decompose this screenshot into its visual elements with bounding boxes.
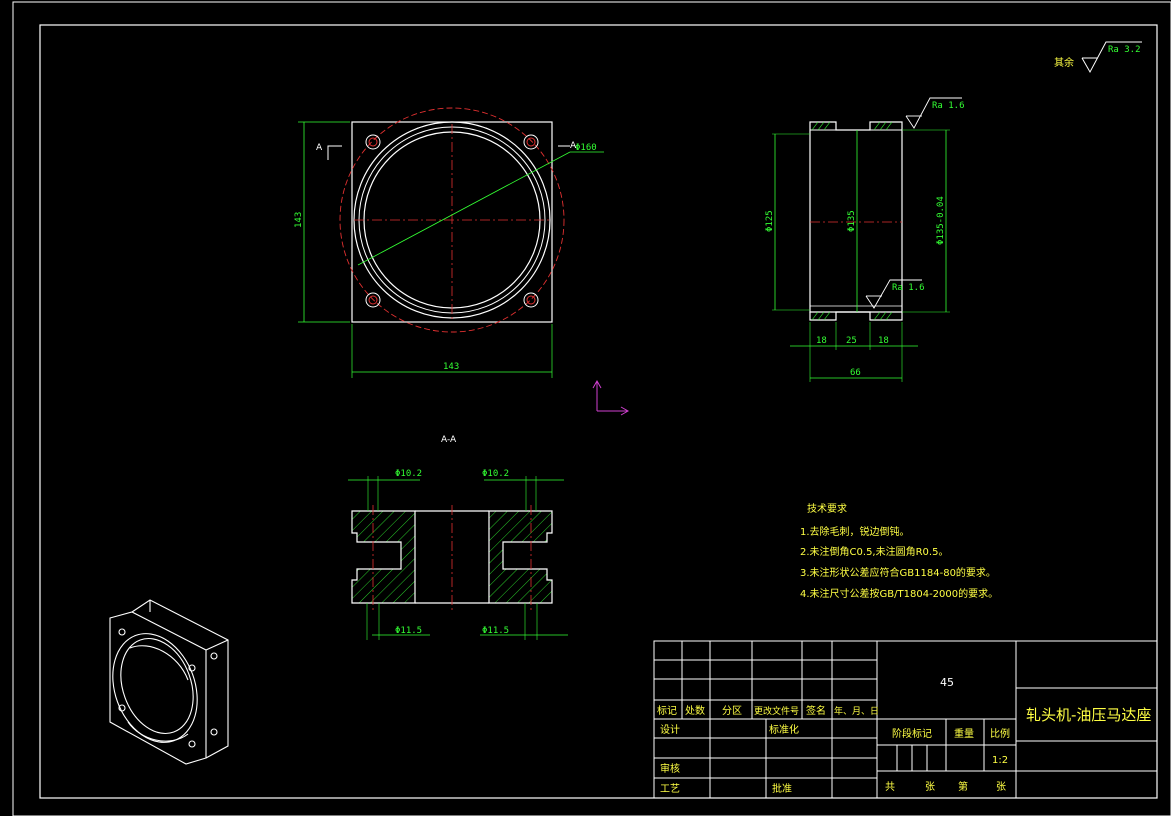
bolt-hole: [365, 134, 381, 150]
front-view: Φ160 A A 143 143: [294, 107, 604, 378]
tech-item: 1.去除毛刺，锐边倒钝。: [800, 525, 910, 538]
bolt-circle: [339, 107, 565, 333]
header-cell: 处数: [685, 704, 705, 717]
bolt-hole: [365, 292, 381, 308]
dim-phi-135: Φ135: [847, 210, 857, 232]
dim-66: 66: [850, 368, 861, 378]
tech-item: 2.未注倒角C0.5,未注圆角R0.5。: [800, 545, 948, 558]
isometric-view: [109, 599, 229, 765]
sheets-label: 张: [925, 781, 935, 793]
standardize-label: 标准化: [769, 723, 799, 736]
section-view: A-A Φ10.2 Φ10.2 Φ11.5 Φ11.5: [348, 435, 568, 640]
header-cell: 标记: [657, 705, 677, 717]
header-cell: 更改文件号: [754, 705, 799, 717]
dim-25: 25: [846, 336, 857, 346]
sheet-unit-label: 张: [996, 781, 1006, 793]
roughness-other-label: 其余: [1054, 56, 1074, 69]
roughness-other: 其余 Ra 3.2: [1054, 41, 1142, 74]
dim-bottom-right: Φ11.5: [482, 626, 509, 636]
sheet-frame: [39, 24, 1158, 799]
section-label: A-A: [441, 435, 457, 445]
part-name: 轧头机-油压马达座: [1026, 706, 1151, 724]
title-block: [653, 640, 1158, 799]
sheet-outer-border: [12, 1, 1171, 816]
header-cell: 分区: [722, 705, 742, 717]
bolt-hole: [523, 134, 539, 150]
dim-phi-125: Φ125: [765, 210, 775, 232]
ucs-icon: [592, 379, 630, 416]
tech-requirements: 技术要求 1.去除毛刺，锐边倒钝。 2.未注倒角C0.5,未注圆角R0.5。 3…: [800, 502, 998, 600]
dim-18-right: 18: [878, 336, 889, 346]
tech-item: 3.未注形状公差应符合GB1184-80的要求。: [800, 566, 996, 579]
roughness-bottom-face: Ra 1.6: [892, 283, 925, 293]
total-label: 共: [885, 781, 895, 793]
process-label: 工艺: [660, 783, 680, 795]
tech-item: 4.未注尺寸公差按GB/T1804-2000的要求。: [800, 587, 998, 600]
section-mark-left: A: [316, 143, 323, 153]
tech-heading: 技术要求: [807, 502, 847, 515]
dim-phi-135-tol: Φ135-0.04: [936, 196, 946, 245]
review-label: 审核: [660, 762, 680, 775]
design-label: 设计: [660, 723, 680, 736]
material: 45: [940, 676, 954, 689]
title-block-text: 45 轧头机-油压马达座 标记 处数 分区 更改文件号 签名 年、月、日 设计 …: [657, 676, 1151, 795]
roughness-top-face: Ra 1.6: [932, 101, 965, 111]
dim-bottom-left: Φ11.5: [395, 626, 422, 636]
bolt-hole: [523, 292, 539, 308]
dim-height-143: 143: [294, 212, 304, 228]
header-cell: 签名: [806, 704, 826, 717]
dim-18-left: 18: [816, 336, 827, 346]
section-right-body: [488, 510, 553, 604]
dim-top-right: Φ10.2: [482, 469, 509, 479]
scale-value: 1:2: [992, 755, 1008, 766]
header-cell: 年、月、日: [834, 705, 879, 717]
scale-label: 比例: [990, 727, 1010, 740]
approve-label: 批准: [772, 782, 792, 795]
dim-top-left: Φ10.2: [395, 469, 422, 479]
sheet-no-label: 第: [958, 780, 968, 793]
roughness-other-value: Ra 3.2: [1108, 45, 1141, 55]
side-view-hatching: [811, 121, 893, 321]
dim-width-143: 143: [443, 362, 459, 372]
stage-mark-label: 阶段标记: [892, 727, 932, 740]
side-view: Φ125 Φ135 Φ135-0.04 Ra 1.6 Ra 1.6 18 25 …: [765, 97, 965, 382]
section-mark-right: A: [570, 141, 577, 151]
weight-label: 重量: [954, 727, 974, 740]
dim-diameter-160: Φ160: [575, 143, 597, 153]
section-left-body: [351, 510, 416, 604]
